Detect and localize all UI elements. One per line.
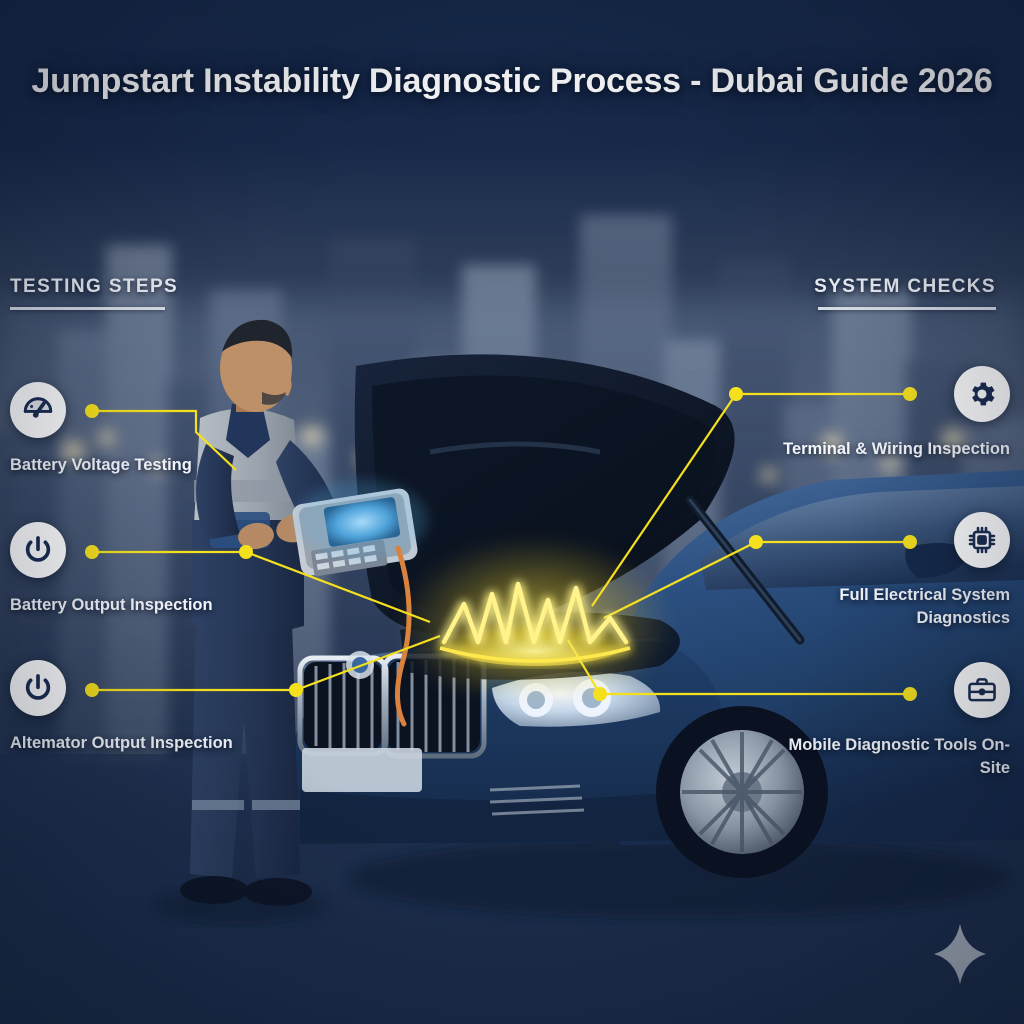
- testing-step-label: Battery Voltage Testing: [10, 456, 192, 474]
- technician-illustration: [180, 319, 338, 906]
- system-checks-heading: SYSTEM CHECKS: [814, 276, 996, 297]
- testing-step-label: Battery Output Inspection: [10, 596, 213, 614]
- connector-nodes: [85, 387, 917, 701]
- testing-step-item-1[interactable]: Battery Voltage Testing: [10, 382, 240, 477]
- system-checks-section-header: SYSTEM CHECKS: [814, 276, 996, 310]
- system-check-item-1[interactable]: Terminal & Wiring Inspection: [780, 366, 1010, 461]
- system-check-item-2[interactable]: Full Electrical System Diagnostics: [780, 512, 1010, 631]
- system-check-label: Terminal & Wiring Inspection: [783, 440, 1010, 458]
- testing-step-label: Altemator Output Inspection: [10, 734, 233, 752]
- gauge-icon: [10, 382, 66, 438]
- car-wheel: [656, 706, 828, 878]
- testing-step-item-3[interactable]: Altemator Output Inspection: [10, 660, 240, 755]
- power-button-icon: [10, 522, 66, 578]
- heading-underline: [818, 307, 996, 310]
- electrical-waveform-glow: [400, 538, 670, 688]
- system-check-label: Mobile Diagnostic Tools On-Site: [788, 736, 1010, 778]
- testing-step-item-2[interactable]: Battery Output Inspection: [10, 522, 240, 617]
- toolbox-icon: [954, 662, 1010, 718]
- gear-icon: [954, 366, 1010, 422]
- system-check-label: Full Electrical System Diagnostics: [839, 586, 1010, 628]
- system-check-item-3[interactable]: Mobile Diagnostic Tools On-Site: [780, 662, 1010, 781]
- heading-underline: [10, 307, 165, 310]
- four-point-star-icon: [934, 924, 986, 984]
- testing-steps-section-header: TESTING STEPS: [10, 276, 178, 310]
- power-button-icon: [10, 660, 66, 716]
- microchip-icon: [954, 512, 1010, 568]
- page-title: Jumpstart Instability Diagnostic Process…: [31, 62, 993, 100]
- diagnostic-scanner-device: [292, 480, 428, 727]
- testing-steps-heading: TESTING STEPS: [10, 276, 179, 297]
